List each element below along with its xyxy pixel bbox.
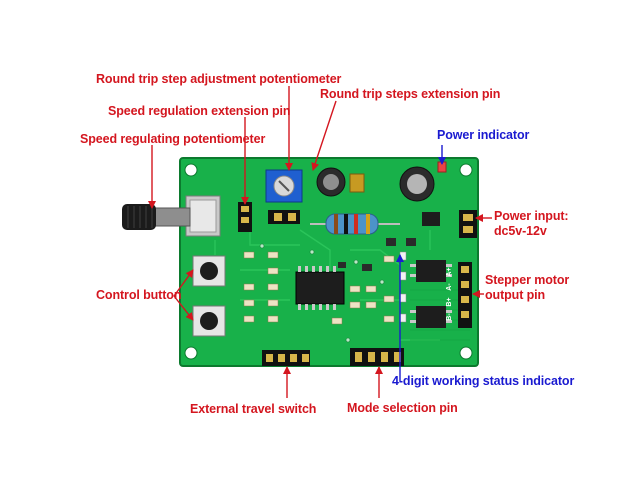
label-power-input-line1: Power input: — [494, 209, 569, 223]
arrow-control-button-top — [173, 269, 194, 297]
label-round-trip-step-adjustment-potentiometer: Round trip step adjustment potentiometer — [96, 72, 342, 86]
label-external-travel-switch: External travel switch — [190, 402, 317, 416]
regulator-chip — [422, 212, 440, 226]
label-speed-regulation-extension-pin: Speed regulation extension pin — [108, 104, 291, 118]
arrow-control-button-bottom — [173, 295, 194, 321]
round-trip-extension-jumper — [268, 210, 300, 224]
external-travel-switch-header — [262, 350, 310, 366]
label-round-trip-steps-extension-pin: Round trip steps extension pin — [320, 87, 501, 101]
callout-arrows — [148, 86, 492, 398]
smd-components — [243, 251, 395, 325]
label-power-indicator: Power indicator — [437, 128, 530, 142]
stepper-output-header — [458, 262, 472, 328]
tantalum-capacitor — [349, 173, 365, 193]
driver-chip-1 — [410, 260, 452, 282]
stepper-pin-label: A+ — [446, 267, 453, 276]
control-button-top[interactable] — [192, 255, 226, 287]
stepper-pin-label: B+ — [446, 297, 453, 306]
arrow-round-trip-steps-pin — [311, 100, 337, 171]
label-mode-selection-pin: Mode selection pin — [347, 401, 458, 415]
label-control-button: Control button — [96, 288, 182, 302]
main-ic — [295, 266, 345, 310]
stepper-pin-label: A- — [446, 283, 453, 291]
mode-selection-header — [350, 348, 404, 366]
label-stepper-motor-line2: output pin — [485, 288, 546, 302]
speed-extension-pin-header — [238, 202, 252, 232]
power-input-terminal — [459, 210, 477, 238]
label-stepper-motor-line1: Stepper motor — [485, 273, 570, 287]
capacitor-small — [316, 167, 346, 197]
smd-transistors — [338, 238, 416, 271]
resistor — [310, 213, 400, 235]
driver-chip-2 — [410, 306, 452, 328]
capacitor-large — [399, 166, 435, 202]
round-trip-step-potentiometer[interactable] — [265, 169, 303, 203]
label-speed-regulating-potentiometer: Speed regulating potentiometer — [80, 132, 266, 146]
speed-potentiometer[interactable] — [122, 195, 221, 237]
stepper-pin-label: B- — [446, 313, 453, 321]
control-button-bottom[interactable] — [192, 305, 226, 337]
label-four-digit-indicator: 4-digit working status indicator — [392, 374, 575, 388]
label-power-input-line2: dc5v-12v — [494, 224, 547, 238]
